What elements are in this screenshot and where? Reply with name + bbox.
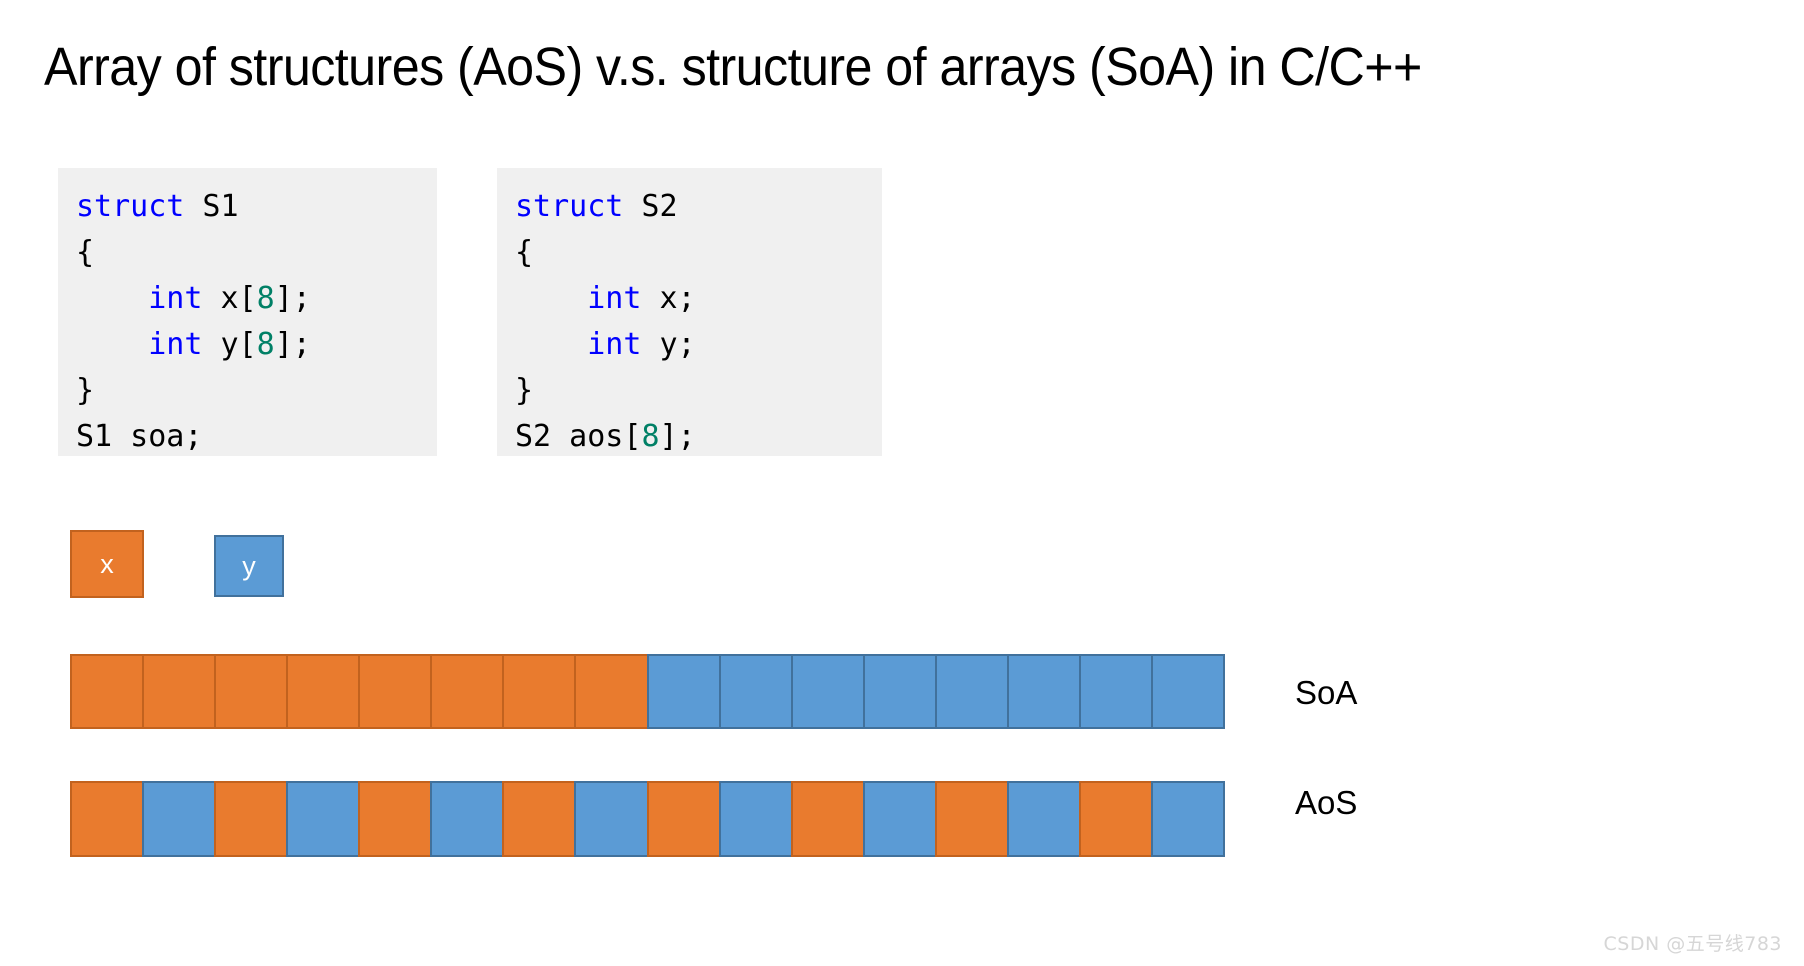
- code-keyword: struct: [76, 189, 185, 224]
- code-text: S1: [184, 189, 239, 224]
- memory-cell-y: [934, 654, 1009, 729]
- code-line: S1 soa;: [76, 414, 415, 460]
- memory-bar-label-soa: SoA: [1295, 674, 1358, 711]
- code-keyword: int: [587, 281, 642, 316]
- code-line: {: [515, 230, 860, 276]
- memory-cell-x: [502, 654, 577, 729]
- memory-cell-y: [646, 654, 721, 729]
- memory-cell-x: [1078, 781, 1153, 857]
- code-text: [515, 327, 587, 362]
- legend-swatch-y: y: [214, 535, 284, 597]
- memory-cell-x: [358, 654, 433, 729]
- code-block-soa: struct S1{ int x[8]; int y[8];}S1 soa;: [58, 168, 437, 456]
- code-line: int y[8];: [76, 322, 415, 368]
- code-line: int y;: [515, 322, 860, 368]
- code-text: ];: [274, 327, 311, 362]
- code-line: int x;: [515, 276, 860, 322]
- code-text: }: [515, 373, 534, 408]
- code-line: S2 aos[8];: [515, 414, 860, 460]
- memory-cell-x: [934, 781, 1009, 857]
- page-title: Array of structures (AoS) v.s. structure…: [44, 37, 1422, 97]
- memory-cell-x: [214, 781, 289, 857]
- memory-cell-y: [718, 781, 793, 857]
- memory-cell-y: [1078, 654, 1153, 729]
- memory-cell-x: [646, 781, 721, 857]
- memory-cell-y: [574, 781, 649, 857]
- code-number: 8: [256, 281, 275, 316]
- memory-cell-y: [862, 654, 937, 729]
- memory-cell-y: [430, 781, 505, 857]
- memory-cell-x: [430, 654, 505, 729]
- memory-cell-y: [1006, 654, 1081, 729]
- legend-label-x: x: [100, 548, 114, 579]
- memory-cell-y: [1150, 654, 1225, 729]
- code-keyword: int: [148, 281, 203, 316]
- legend-label-y: y: [242, 550, 256, 581]
- memory-cell-x: [214, 654, 289, 729]
- code-text: {: [515, 235, 534, 270]
- code-text: [76, 281, 148, 316]
- code-text: S1 soa;: [76, 419, 203, 454]
- memory-cell-y: [790, 654, 865, 729]
- code-line: struct S2: [515, 184, 860, 230]
- memory-bar-soa: [70, 654, 1225, 729]
- code-text: x[: [202, 281, 257, 316]
- memory-cell-x: [70, 654, 145, 729]
- memory-bar-aos: [70, 781, 1225, 857]
- memory-cell-y: [718, 654, 793, 729]
- watermark: CSDN @五号线783: [1603, 933, 1782, 955]
- code-line: int x[8];: [76, 276, 415, 322]
- code-text: y[: [202, 327, 257, 362]
- code-text: {: [76, 235, 95, 270]
- memory-cell-y: [1150, 781, 1225, 857]
- code-keyword: struct: [515, 189, 624, 224]
- memory-cell-x: [358, 781, 433, 857]
- code-keyword: int: [587, 327, 642, 362]
- code-line: struct S1: [76, 184, 415, 230]
- code-line: }: [515, 368, 860, 414]
- memory-cell-y: [1006, 781, 1081, 857]
- memory-cell-x: [70, 781, 145, 857]
- code-text: [76, 327, 148, 362]
- memory-cell-x: [502, 781, 577, 857]
- memory-cell-y: [142, 781, 217, 857]
- memory-cell-x: [142, 654, 217, 729]
- code-text: S2 aos[: [515, 419, 642, 454]
- code-text: [515, 281, 587, 316]
- code-text: S2: [623, 189, 678, 224]
- code-text: ];: [659, 419, 696, 454]
- code-number: 8: [641, 419, 660, 454]
- code-text: ];: [274, 281, 311, 316]
- code-text: y;: [641, 327, 696, 362]
- memory-cell-y: [862, 781, 937, 857]
- memory-cell-x: [286, 654, 361, 729]
- code-number: 8: [256, 327, 275, 362]
- memory-cell-x: [790, 781, 865, 857]
- memory-bar-label-aos: AoS: [1295, 784, 1358, 821]
- code-line: {: [76, 230, 415, 276]
- legend-swatch-x: x: [70, 530, 144, 598]
- code-text: }: [76, 373, 95, 408]
- memory-cell-x: [574, 654, 649, 729]
- memory-cell-y: [286, 781, 361, 857]
- code-line: }: [76, 368, 415, 414]
- code-keyword: int: [148, 327, 203, 362]
- code-text: x;: [641, 281, 696, 316]
- code-block-aos: struct S2 { int x; int y;} S2 aos[8];: [497, 168, 882, 456]
